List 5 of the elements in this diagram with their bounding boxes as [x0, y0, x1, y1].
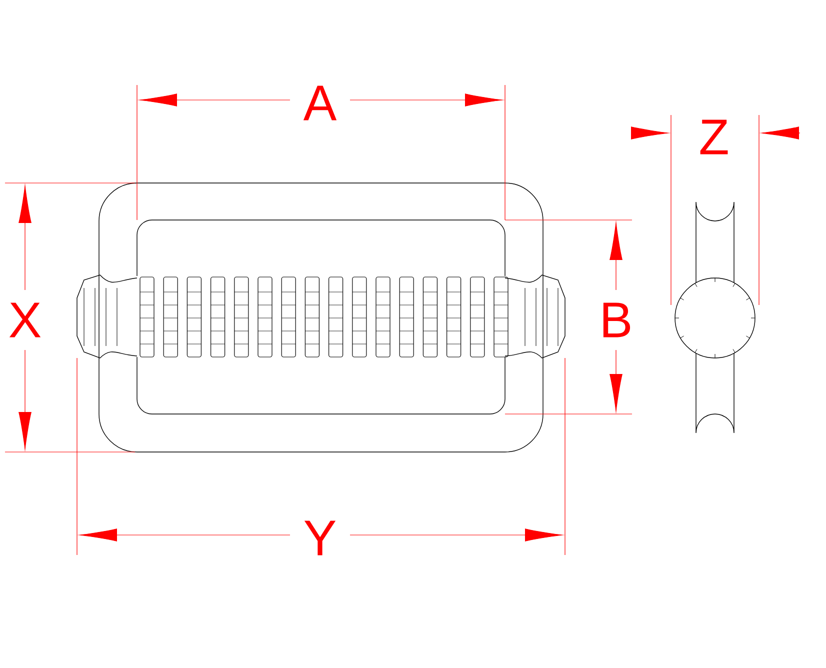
dimension-label: Y: [304, 520, 336, 556]
dimension-label: X: [9, 302, 41, 338]
dimension-label: B: [603, 302, 630, 338]
dimension-label: Z: [700, 120, 728, 154]
dimension-label: A: [303, 86, 337, 120]
